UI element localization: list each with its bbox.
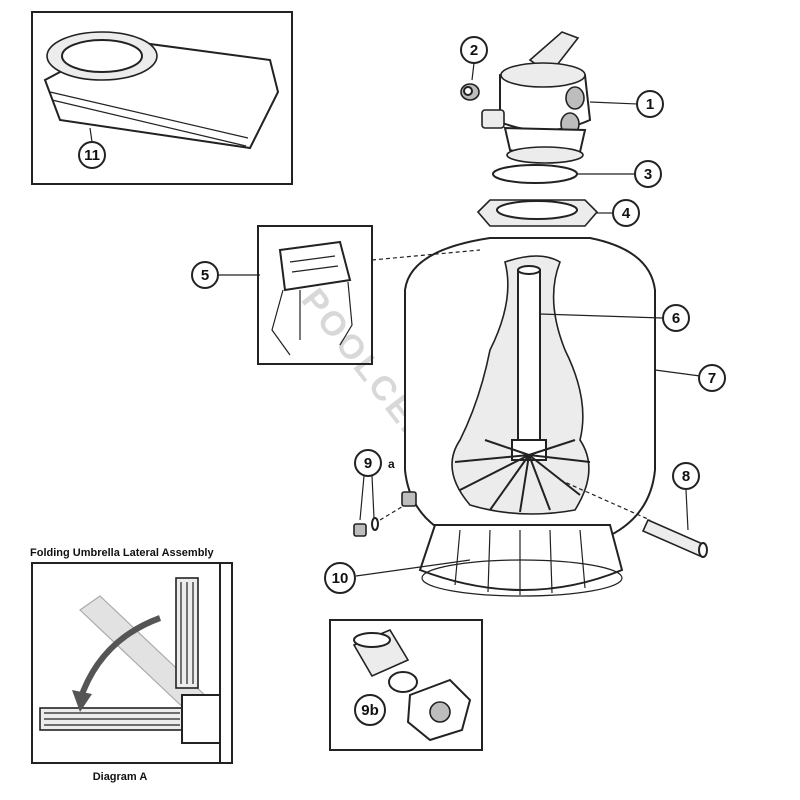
callout-2: 2 [470,42,478,59]
lateral-spokes [454,439,591,513]
part-10-base: 10 [324,524,624,597]
part-1-valve: 1 [481,31,664,164]
part-9-drain-cap: 9 a [353,449,417,537]
callout-8: 8 [682,468,690,485]
part-7-tank: 7 [404,237,726,541]
callout-1: 1 [646,96,654,113]
part-8-drain-pipe: 8 [559,462,708,558]
callout-7: 7 [708,370,716,387]
callout-10: 10 [332,570,349,587]
callout-5: 5 [201,267,209,284]
inset-part-11: 11 [31,11,293,185]
callout-11: 11 [84,147,100,164]
inset-part-9b: 9b [329,619,483,751]
callout-9b: 9b [361,702,379,719]
callout-6: 6 [672,310,680,327]
part-6-standpipe: 6 [454,265,690,513]
callout-3: 3 [644,166,652,183]
callout-9-suffix: a [388,457,395,471]
callout-9: 9 [364,455,372,472]
diagram-a-caption: Diagram A [93,771,148,783]
part-4-flange: 4 [476,199,640,227]
diagram-a-title: Folding Umbrella Lateral Assembly [30,547,214,559]
part-3-o-ring: 3 [492,160,662,188]
inset-part-5: 5 [191,225,481,365]
part-2-gauge: 2 [460,36,488,101]
inset-diagram-a: Folding Umbrella Lateral Assembly Diagra… [30,547,233,783]
callout-4: 4 [622,205,631,222]
